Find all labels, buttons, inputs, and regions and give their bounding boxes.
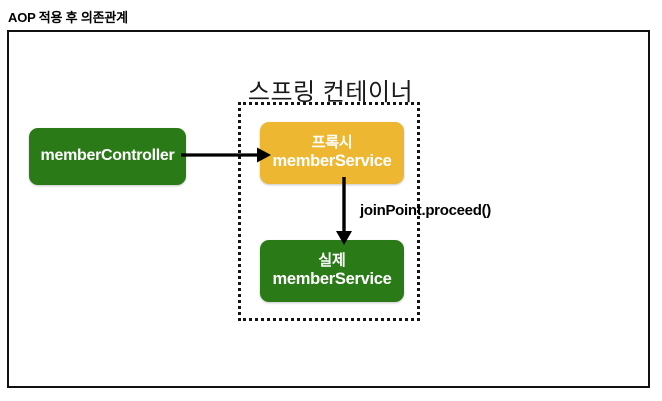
node-member-controller-label: memberController [40,147,175,165]
spring-container-heading: 스프링 컨테이너 [247,79,414,106]
node-proxy-member-service: 프록시 memberService [260,122,404,184]
page-title: AOP 적용 후 의존관계 [8,10,128,25]
node-proxy-member-service-ko-label: 프록시 [311,134,353,152]
joinpoint-proceed-label: joinPoint.proceed() [360,202,491,219]
spring-container-boundary [238,102,420,321]
node-real-member-service-label: memberService [272,270,392,289]
node-member-controller: memberController [29,128,186,185]
node-proxy-member-service-label: memberService [272,152,392,171]
node-real-member-service-ko-label: 실제 [318,252,346,270]
node-real-member-service: 실제 memberService [260,240,404,302]
diagram-frame: 스프링 컨테이너 memberController 프록시 memberServ… [7,30,650,388]
